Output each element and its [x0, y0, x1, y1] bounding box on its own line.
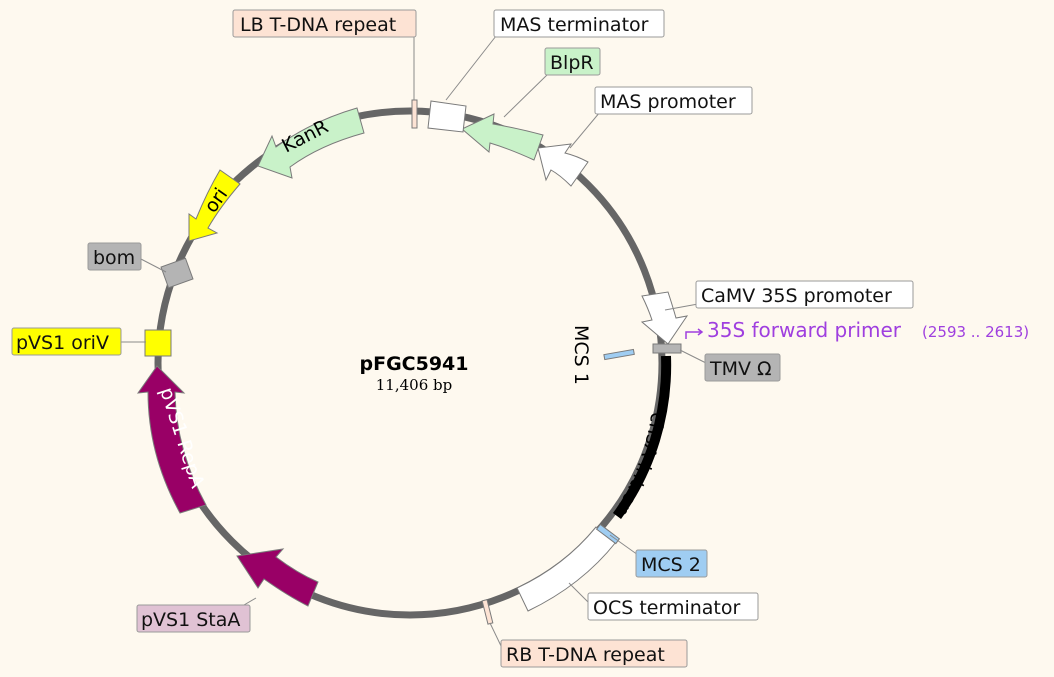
oriv-callout[interactable]: pVS1 oriV	[11, 327, 122, 356]
stat-callout[interactable]: pVS1 StaA	[136, 604, 251, 633]
bom-feature[interactable]	[160, 257, 194, 289]
lb-repeat-callout[interactable]: LB T-DNA repeat	[232, 9, 417, 38]
mas-promoter-label: MAS promoter	[600, 91, 736, 113]
primer-label: 35S forward primer	[707, 318, 902, 342]
blpr-feature[interactable]	[461, 113, 544, 161]
oriv-feature[interactable]	[144, 329, 172, 357]
stat-feature[interactable]	[236, 548, 319, 607]
blpr-callout[interactable]: BlpR	[544, 47, 601, 76]
ocs-terminator-label: OCS terminator	[593, 597, 740, 619]
oriv-label: pVS1 oriV	[16, 332, 109, 354]
mas-terminator-callout[interactable]: MAS terminator	[493, 9, 665, 38]
bom-leader	[138, 257, 167, 273]
mcs1-feature[interactable]	[603, 348, 635, 361]
bom-callout[interactable]: bom	[87, 242, 142, 271]
primer-arrow-icon	[685, 328, 704, 339]
mcs1-label: MCS 1	[570, 325, 592, 385]
mas-promoter-feature[interactable]	[537, 143, 589, 187]
lb-repeat-feature[interactable]	[411, 99, 418, 129]
mas-terminator-feature[interactable]	[427, 100, 467, 133]
camv-leader	[664, 303, 699, 311]
rb-leader	[489, 622, 503, 649]
rb-repeat-label: RB T-DNA repeat	[506, 644, 665, 666]
mas-terminator-label: MAS terminator	[500, 14, 649, 36]
rb-repeat-callout[interactable]: RB T-DNA repeat	[500, 639, 688, 668]
chsa-label: chsA intron	[610, 411, 668, 521]
mas-promoter-callout[interactable]: MAS promoter	[594, 86, 753, 115]
mcs2-callout[interactable]: MCS 2	[635, 549, 708, 578]
lb-repeat-label: LB T-DNA repeat	[240, 14, 396, 36]
ori-feature[interactable]	[188, 169, 241, 242]
camv35s-feature[interactable]	[640, 291, 689, 345]
primer-callout[interactable]: 35S forward primer (2593 .. 2613)	[685, 318, 1029, 342]
repa-feature[interactable]	[136, 365, 207, 514]
mas-term-leader	[445, 35, 497, 101]
bom-label: bom	[93, 247, 135, 269]
primer-range: (2593 .. 2613)	[922, 323, 1029, 341]
mcs2-label: MCS 2	[641, 554, 701, 576]
tmv-leader	[679, 349, 709, 365]
tmv-feature[interactable]	[652, 343, 682, 354]
camv35s-callout[interactable]: CaMV 35S promoter	[695, 280, 914, 309]
tmv-callout[interactable]: TMV Ω	[704, 353, 781, 382]
chsa-label-path: chsA intron	[610, 411, 668, 521]
camv35s-label: CaMV 35S promoter	[701, 285, 892, 307]
mcs2-leader	[609, 534, 639, 556]
ocs-leader	[568, 582, 591, 605]
plasmid-size: 11,406 bp	[376, 376, 452, 394]
blpr-leader	[503, 72, 550, 118]
kanr-feature[interactable]	[257, 107, 365, 179]
tmv-label: TMV Ω	[709, 358, 772, 380]
stat-label: pVS1 StaA	[141, 609, 240, 631]
blpr-label: BlpR	[550, 52, 594, 74]
plasmid-name: pFGC5941	[360, 353, 469, 375]
mcs2-feature[interactable]	[595, 523, 621, 545]
ocs-terminator-callout[interactable]: OCS terminator	[587, 592, 759, 621]
mas-prom-leader	[569, 111, 601, 149]
chsa-intron-feature[interactable]	[612, 355, 672, 519]
